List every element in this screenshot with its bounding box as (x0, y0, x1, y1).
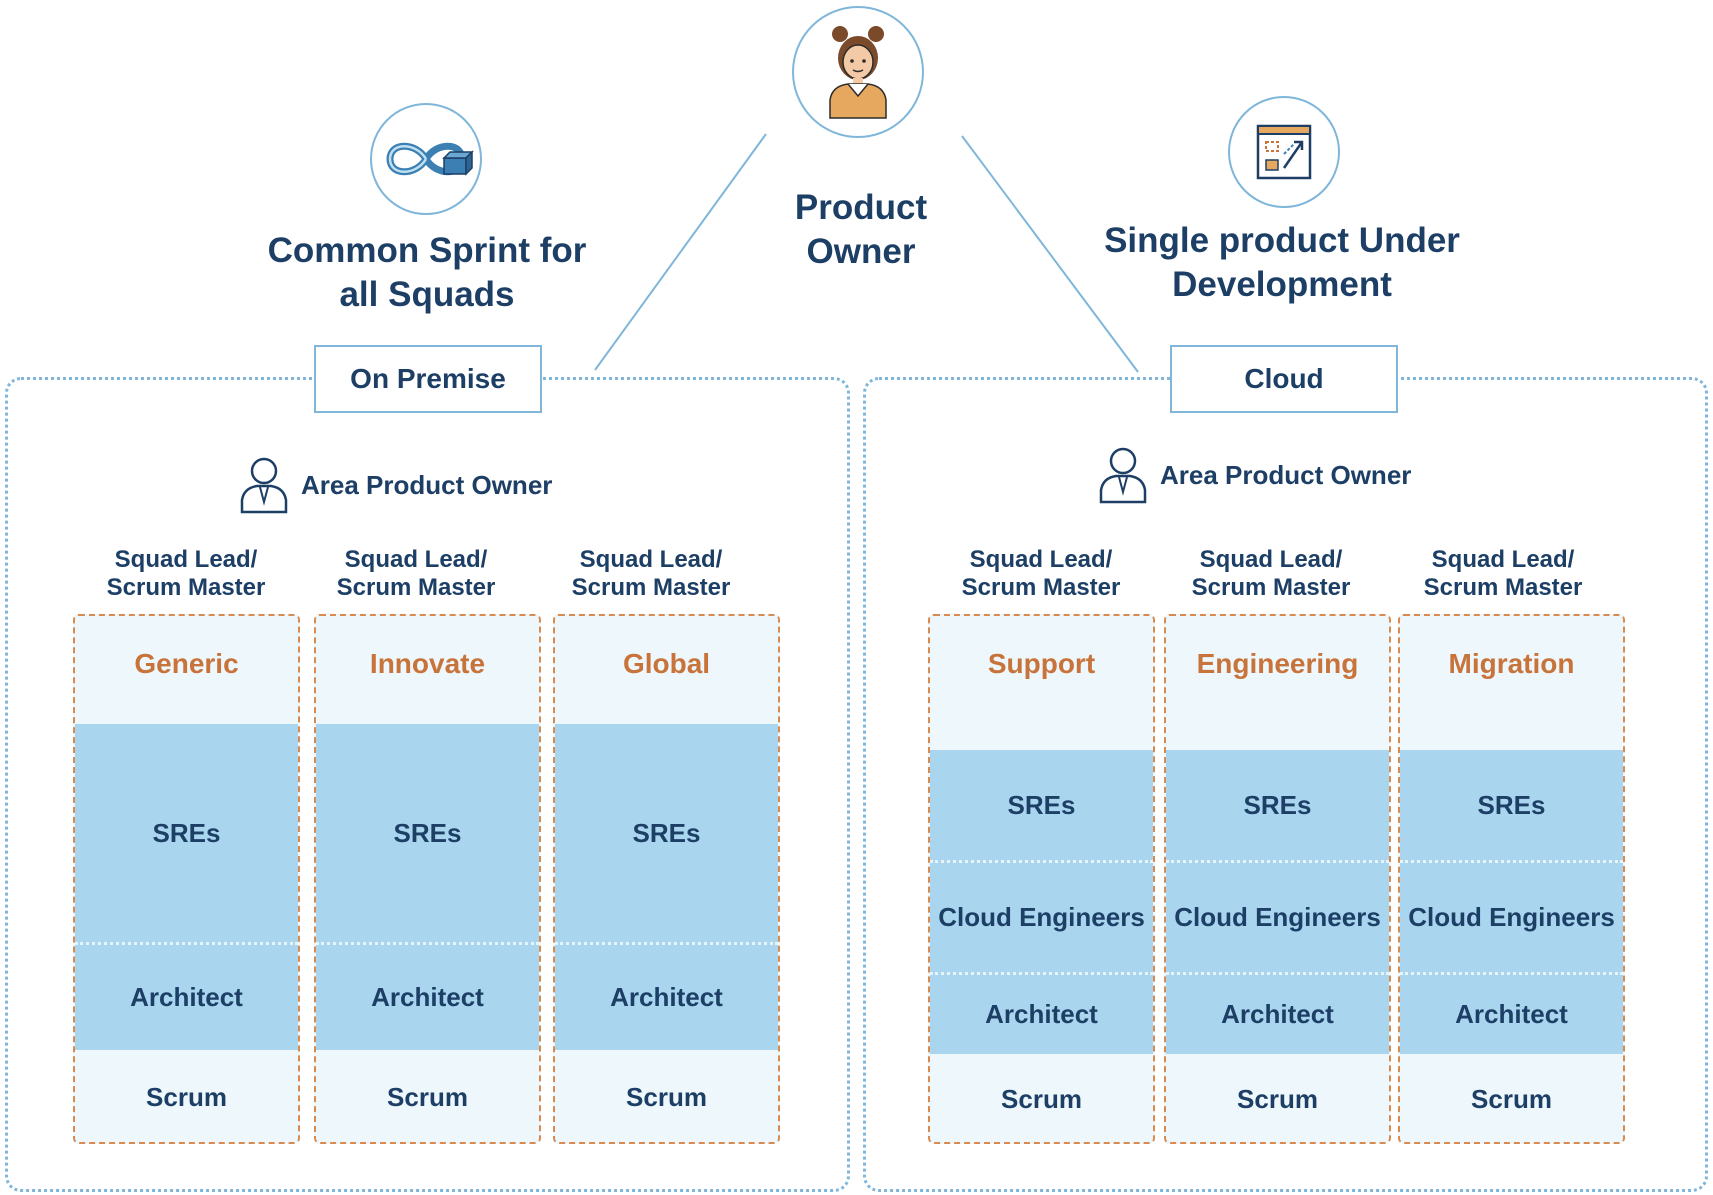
role-cell: Scrum (555, 1050, 778, 1142)
squad-innovate: Innovate SREs Architect Scrum (314, 614, 541, 1144)
squad-name: Generic (75, 616, 298, 724)
area-product-owner-right: Area Product Owner (1098, 446, 1411, 504)
single-product-icon-circle (1228, 96, 1340, 208)
role-cell: SREs (1400, 750, 1623, 860)
common-sprint-icon-circle (370, 103, 482, 215)
role-cell: Architect (930, 972, 1153, 1054)
squad-name: Innovate (316, 616, 539, 724)
squad-lead-header-migration: Squad Lead/Scrum Master (1423, 546, 1583, 601)
role-cell: Scrum (316, 1050, 539, 1142)
squad-lead-header-global: Squad Lead/Scrum Master (571, 546, 731, 601)
area-product-owner-label: Area Product Owner (1160, 459, 1412, 490)
squad-name: Engineering (1166, 616, 1389, 750)
role-cell: Architect (1166, 972, 1389, 1054)
area-product-owner-left: Area Product Owner (239, 456, 552, 514)
product-owner-title: Product Owner (794, 188, 928, 271)
role-cell: Cloud Engineers (1166, 860, 1389, 972)
woman-avatar-icon (829, 26, 887, 119)
role-cell: SREs (555, 724, 778, 942)
squad-global: Global SREs Architect Scrum (553, 614, 780, 1144)
person-icon (240, 457, 288, 514)
squad-name: Migration (1400, 616, 1623, 750)
on-premise-label: On Premise (314, 345, 542, 413)
squad-lead-header-engineering: Squad Lead/Scrum Master (1191, 546, 1351, 601)
squad-migration: Migration SREs Cloud Engineers Architect… (1398, 614, 1625, 1144)
squad-name: Global (555, 616, 778, 724)
squad-engineering: Engineering SREs Cloud Engineers Archite… (1164, 614, 1391, 1144)
connector-to-on-premise (594, 133, 767, 371)
role-cell: Cloud Engineers (1400, 860, 1623, 972)
role-cell: Architect (75, 942, 298, 1050)
squad-name: Support (930, 616, 1153, 750)
role-cell: SREs (316, 724, 539, 942)
role-cell: Scrum (930, 1054, 1153, 1142)
role-cell: SREs (1166, 750, 1389, 860)
area-product-owner-label: Area Product Owner (301, 469, 553, 500)
role-cell: Scrum (1400, 1054, 1623, 1142)
role-cell: Architect (1400, 972, 1623, 1054)
infinity-loop-icon (386, 142, 474, 176)
common-sprint-title: Common Sprint for all Squads (267, 231, 587, 314)
role-cell: SREs (75, 724, 298, 942)
role-cell: SREs (930, 750, 1153, 860)
squad-support: Support SREs Cloud Engineers Architect S… (928, 614, 1155, 1144)
role-cell: Cloud Engineers (930, 860, 1153, 972)
person-icon (1099, 447, 1147, 504)
squad-lead-header-innovate: Squad Lead/Scrum Master (336, 546, 496, 601)
role-cell: Scrum (75, 1050, 298, 1142)
transformation-icon (1256, 124, 1312, 180)
role-cell: Architect (555, 942, 778, 1050)
squad-lead-header-generic: Squad Lead/Scrum Master (106, 546, 266, 601)
cloud-label: Cloud (1170, 345, 1398, 413)
squad-lead-header-support: Squad Lead/Scrum Master (961, 546, 1121, 601)
role-cell: Architect (316, 942, 539, 1050)
squad-generic: Generic SREs Architect Scrum (73, 614, 300, 1144)
single-product-title: Single product Under Development (1104, 221, 1460, 304)
product-owner-avatar (792, 6, 924, 138)
role-cell: Scrum (1166, 1054, 1389, 1142)
